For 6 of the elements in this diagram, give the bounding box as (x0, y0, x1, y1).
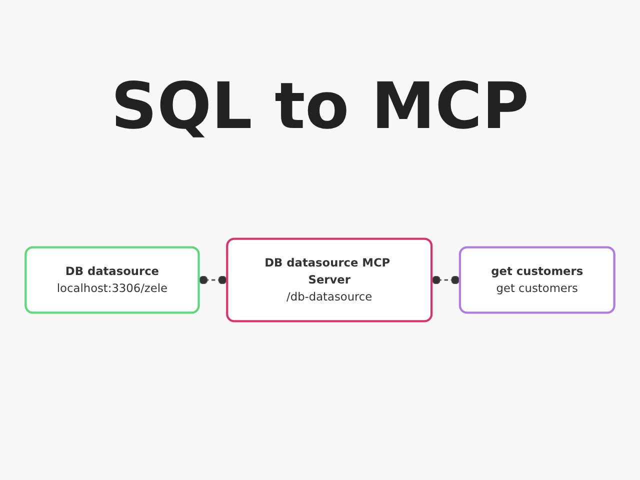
node-box: get customers get customers (458, 246, 616, 314)
title: SQL to MCP (110, 70, 530, 146)
node-box: DB datasource localhost:3306/zele (24, 246, 200, 314)
node-box: DB datasource MCP Server /db-datasource (226, 238, 433, 322)
connector (432, 276, 460, 284)
connector (198, 276, 228, 284)
